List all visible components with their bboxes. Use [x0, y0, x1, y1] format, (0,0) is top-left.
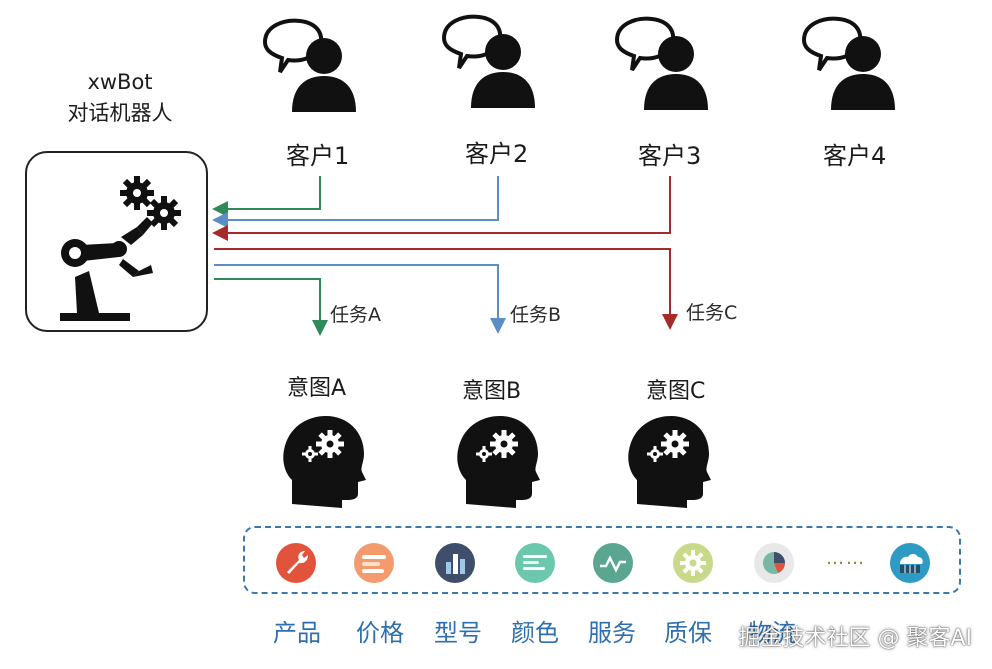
- customer-4: [801, 12, 901, 116]
- customer-speech-icon: [441, 14, 535, 108]
- bot-box: [25, 151, 208, 332]
- robot-arm-gears-icon: [60, 176, 181, 321]
- kb-ellipsis: ……: [826, 548, 866, 569]
- knowledge-base-box: [243, 526, 961, 594]
- arrow-customer3-to-bot: [212, 176, 671, 241]
- color-lines-icon: [515, 543, 555, 583]
- bot-title-line2: 对话机器人: [67, 101, 173, 125]
- head-gears-icon: [628, 416, 711, 508]
- head-gears-icon: [283, 416, 366, 508]
- customer-speech-icon: [801, 16, 895, 110]
- intent-c-head: [627, 414, 711, 514]
- customer-1-label: 客户1: [286, 142, 350, 170]
- customer-3-label: 客户3: [638, 142, 702, 170]
- kb-label-model: 型号: [434, 619, 482, 647]
- kb-label-warranty: 质保: [664, 619, 712, 647]
- pie-chart-icon: [754, 543, 794, 583]
- kb-label-color: 颜色: [511, 619, 559, 647]
- task-a-label: 任务A: [330, 304, 381, 326]
- task-c-label: 任务C: [686, 302, 738, 324]
- arrow-bot-to-intentC: [214, 248, 678, 330]
- customer-3: [614, 12, 714, 116]
- kb-label-product: 产品: [273, 619, 321, 647]
- intent-b-label: 意图B: [462, 379, 522, 404]
- customer-speech-icon: [262, 18, 356, 112]
- task-b-label: 任务B: [510, 304, 562, 326]
- gear-badge-icon: [673, 543, 713, 583]
- pulse-icon: [593, 543, 633, 583]
- arrow-customer2-to-bot: [212, 176, 499, 228]
- bar-chart-icon: [435, 543, 475, 583]
- cloud-box-icon: [890, 543, 930, 583]
- arrow-customer1-to-bot: [212, 176, 321, 217]
- kb-label-service: 服务: [588, 619, 636, 647]
- customer-2-label: 客户2: [465, 140, 529, 168]
- wrench-icon: [276, 543, 316, 583]
- price-bars-icon: [354, 543, 394, 583]
- bot-title-line1: xwBot: [87, 70, 153, 94]
- customer-4-label: 客户4: [823, 142, 887, 170]
- customer-1: [262, 14, 362, 118]
- customer-speech-icon: [614, 16, 708, 110]
- kb-label-logistics: 物流: [748, 619, 796, 647]
- customer-2: [441, 10, 541, 114]
- intent-a-label: 意图A: [287, 376, 347, 401]
- arrow-bot-to-intentA: [214, 278, 328, 336]
- head-gears-icon: [457, 416, 540, 508]
- intent-a-head: [282, 414, 366, 514]
- intent-c-label: 意图C: [646, 379, 706, 404]
- kb-label-price: 价格: [356, 619, 404, 647]
- intent-b-head: [456, 414, 540, 514]
- watermark: 掘金技术社区 @ 聚客AI: [738, 626, 972, 651]
- arrow-bot-to-intentB: [214, 264, 506, 334]
